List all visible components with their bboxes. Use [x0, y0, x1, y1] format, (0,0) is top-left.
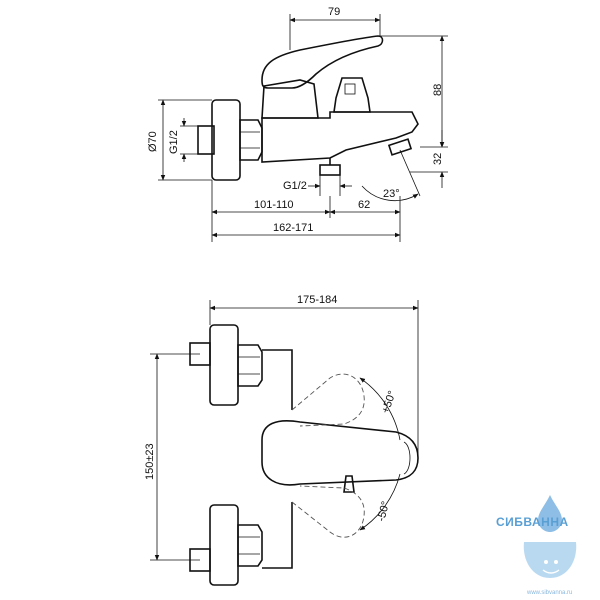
spout-outlet [387, 138, 413, 156]
lever-ghost-minus [291, 485, 365, 538]
shower-outlet [319, 164, 341, 176]
upper-nut [237, 344, 263, 387]
dim-width-total: 175-184 [297, 294, 337, 306]
nut [239, 119, 263, 161]
dim-length-total: 162-171 [273, 222, 313, 234]
wall-rosette [211, 99, 241, 181]
dim-thread-left: G1/2 [168, 130, 180, 154]
lower-nut [237, 524, 263, 567]
dim-length-a: 101-110 [254, 199, 294, 211]
lower-rosette [209, 504, 239, 586]
watermark-brand: СИБВАННА [496, 515, 569, 529]
front-view: +50° -50° 175-184 150±23 [144, 294, 419, 586]
side-view: 79 88 32 Ø70 G1/2 G1/2 23° [147, 6, 448, 242]
lever-tip [343, 475, 355, 493]
dim-thread-bottom: G1/2 [283, 180, 307, 192]
dim-spout-height: 32 [432, 153, 444, 165]
dim-angle: 23° [383, 188, 400, 200]
lever-ghost-plus [291, 373, 365, 427]
dim-center-distance: 150±23 [144, 443, 156, 480]
eccentric-connector [197, 125, 215, 155]
mixer-body [261, 111, 419, 163]
handle-base [261, 79, 319, 119]
lever-front [261, 420, 419, 486]
dim-length-b: 62 [358, 199, 370, 211]
upper-rosette [209, 324, 239, 406]
lever-handle [261, 35, 384, 89]
dim-width-top: 79 [328, 6, 340, 18]
bathtub-icon [523, 542, 577, 578]
dim-height-total: 88 [432, 84, 444, 96]
water-drop-icon [538, 495, 562, 532]
watermark-logo: СИБВАННА www.sibvanna.ru [496, 495, 577, 596]
dim-angle-minus: -50° [375, 500, 392, 523]
watermark-url: www.sibvanna.ru [526, 590, 572, 596]
dim-angle-plus: +50° [380, 389, 399, 415]
diverter-knob [333, 77, 371, 113]
mixer-body-front [262, 349, 293, 569]
dim-diameter: Ø70 [147, 131, 159, 152]
